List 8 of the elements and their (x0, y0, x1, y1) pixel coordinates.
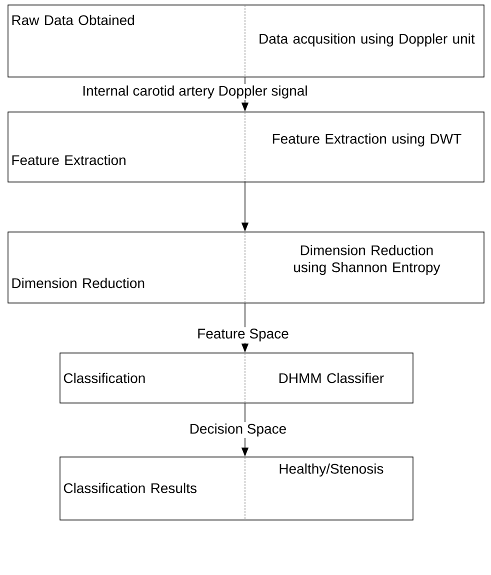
edge-label: Feature Space (196, 327, 290, 343)
edge-label: Decision Space (188, 422, 288, 438)
process-box: Raw Data Obtained Data acqusition using Doppler unit (8, 4, 484, 78)
process-box: Feature Extraction Feature Extraction using DWT (8, 112, 484, 182)
edge-label: Internal carotid artery Doppler signal (80, 84, 310, 100)
process-box: Classification Results Healthy/Stenosis (60, 456, 414, 520)
process-box: Dimension Reduction Dimension Reduction using Shannon Entropy (8, 232, 484, 304)
process-box: Classification DHMM Classifier (60, 352, 414, 404)
